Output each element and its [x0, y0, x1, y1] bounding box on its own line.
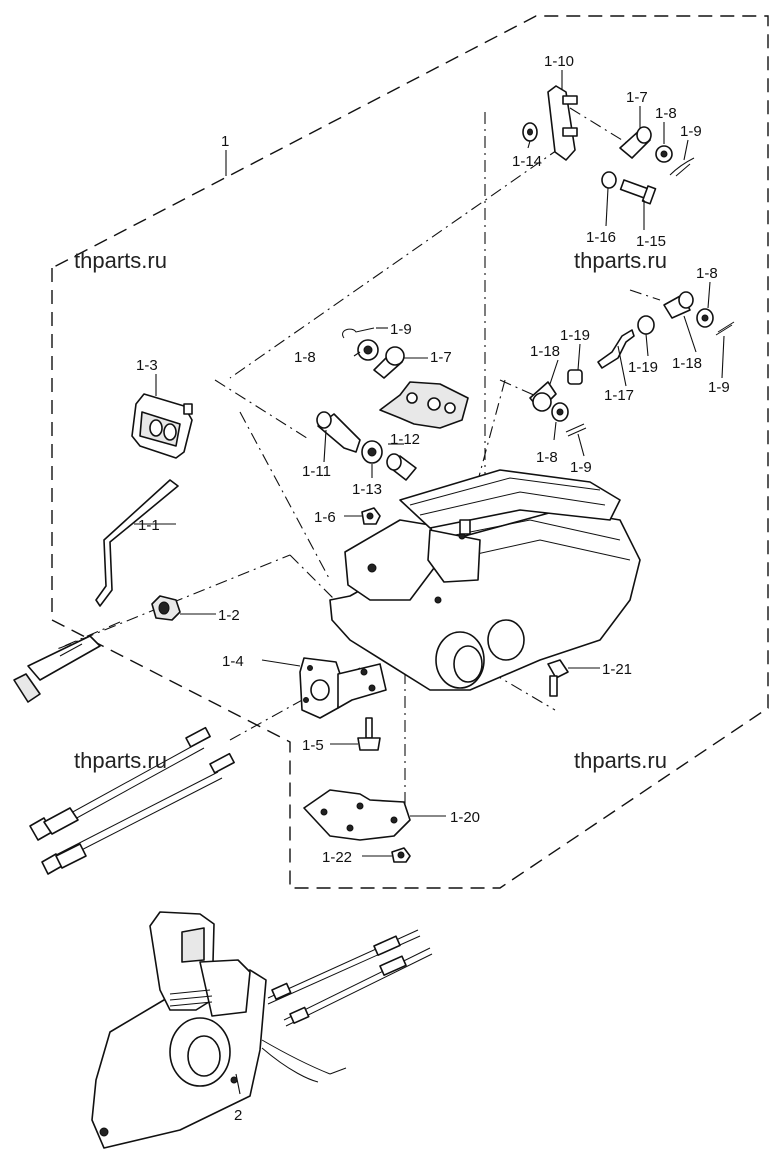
part-labels: 1 1-10 1-7 1-8 1-9 1-14 1-16 1-15 1-8 1-…: [136, 53, 730, 1124]
label-2: 2: [234, 1107, 242, 1124]
part-1-17-rod: [597, 329, 635, 369]
label-1-20: 1-20: [450, 809, 480, 826]
label-1-18-left: 1-18: [530, 343, 560, 360]
label-1-21: 1-21: [602, 661, 632, 678]
part-1-7-mid-joint: [373, 346, 405, 379]
label-1-19-right: 1-19: [628, 359, 658, 376]
part-1-7-upper-joint: [619, 126, 652, 159]
control-cables-upper: [29, 726, 235, 875]
part-1-22-nut: [391, 847, 411, 863]
label-1-12: 1-12: [390, 431, 420, 448]
part-1-19-left-nut: [567, 369, 583, 385]
label-1-13: 1-13: [352, 481, 382, 498]
label-1-10: 1-10: [544, 53, 574, 70]
part-1-2-grommet: [151, 595, 181, 621]
main-bracket: [329, 469, 641, 691]
label-1-18-right: 1-18: [672, 355, 702, 372]
label-1-7-mid: 1-7: [430, 349, 452, 366]
shift-rod-handle: [13, 635, 101, 703]
part-1-9-mid-clip: [342, 327, 375, 339]
part-1-10-link-bracket: [547, 85, 578, 161]
part-1-18-right-joint: [663, 291, 694, 319]
part-1-6-nut: [361, 507, 381, 525]
part-1-21-bolt: [547, 659, 569, 697]
label-1-15: 1-15: [636, 233, 666, 250]
label-1-9-mid: 1-9: [390, 321, 412, 338]
label-1-14: 1-14: [512, 153, 542, 170]
label-1: 1: [221, 133, 229, 150]
label-1-7-upper: 1-7: [626, 89, 648, 106]
label-1-19-left: 1-19: [560, 327, 590, 344]
label-1-8-mid: 1-8: [294, 349, 316, 366]
label-1-2: 1-2: [218, 607, 240, 624]
throttle-cam: [379, 381, 469, 429]
part-1-3-grommet: [131, 393, 193, 459]
watermark-4: thparts.ru: [574, 748, 667, 773]
part-1-19-right-nut: [637, 315, 655, 335]
part-1-15-bolt: [619, 179, 657, 205]
label-1-5: 1-5: [302, 737, 324, 754]
part-1-11-shaft: [316, 411, 361, 453]
watermark-3: thparts.ru: [74, 748, 167, 773]
label-1-11: 1-11: [302, 463, 331, 480]
part-2-remote-control-box: [91, 911, 267, 1149]
part-1-12-collar: [386, 453, 417, 481]
label-1-9-upper: 1-9: [680, 123, 702, 140]
label-1-17: 1-17: [604, 387, 634, 404]
assembly-1-boundary: [51, 15, 769, 889]
label-1-22: 1-22: [322, 849, 352, 866]
part-1-1-rod: [95, 479, 179, 607]
leader-lines: [134, 70, 725, 1095]
watermark-2: thparts.ru: [574, 248, 667, 273]
part-1-20-plate: [303, 789, 411, 841]
part-1-16-washer: [601, 171, 617, 189]
label-1-6: 1-6: [314, 509, 336, 526]
part-1-18-left-joint: [529, 381, 557, 412]
part-1-9-upper-clip: [669, 157, 695, 177]
label-1-1: 1-1: [138, 517, 160, 534]
label-1-9-right: 1-9: [708, 379, 730, 396]
label-1-8-right: 1-8: [696, 265, 718, 282]
part-1-9-right-clip: [715, 321, 735, 336]
watermark-1: thparts.ru: [74, 248, 167, 273]
label-1-3: 1-3: [136, 357, 158, 374]
label-1-9-left: 1-9: [570, 459, 592, 476]
part-1-5-bolt: [357, 717, 381, 751]
part-1-4-bracket: [299, 657, 387, 719]
label-1-8-upper: 1-8: [655, 105, 677, 122]
label-1-16: 1-16: [586, 229, 616, 246]
control-cables-lower: [261, 929, 433, 1083]
label-1-8-left: 1-8: [536, 449, 558, 466]
part-1-9-left-clip: [565, 423, 587, 437]
label-1-4: 1-4: [222, 653, 244, 670]
